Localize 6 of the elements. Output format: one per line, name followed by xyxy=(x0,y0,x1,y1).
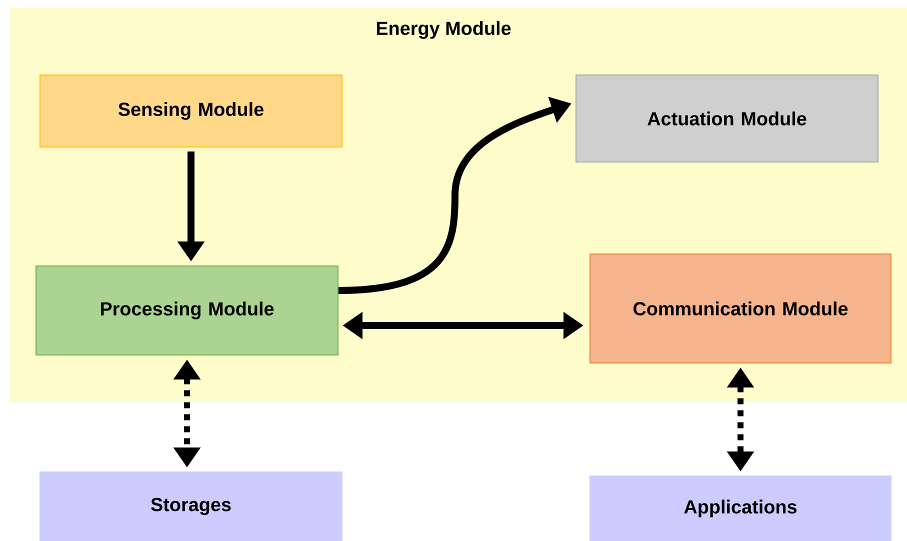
module-box: Processing Module xyxy=(36,265,338,356)
module-box: Communication Module xyxy=(590,253,892,364)
module-box: Sensing Module xyxy=(40,74,342,148)
module-box: Actuation Module xyxy=(576,74,878,162)
application-box: Applications xyxy=(590,475,892,541)
storage-box: Storages xyxy=(40,471,342,541)
